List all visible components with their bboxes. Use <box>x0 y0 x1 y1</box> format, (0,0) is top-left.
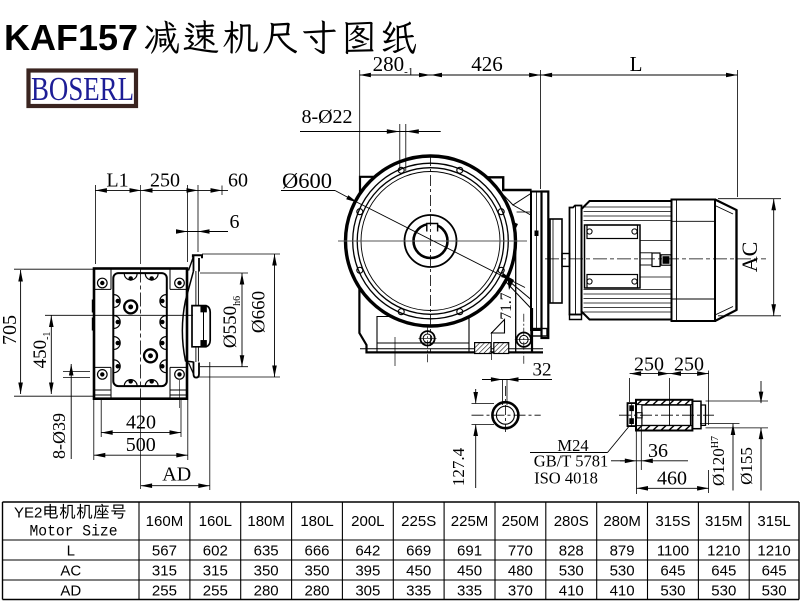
svg-text:705: 705 <box>0 315 21 345</box>
svg-text:Ø550h6: Ø550h6 <box>220 296 243 348</box>
svg-text:350: 350 <box>254 563 279 580</box>
svg-text:1210: 1210 <box>707 543 740 560</box>
svg-text:8-Ø22: 8-Ø22 <box>301 106 352 128</box>
svg-text:255: 255 <box>203 583 228 600</box>
svg-text:71.7: 71.7 <box>498 292 515 319</box>
svg-text:691: 691 <box>457 543 482 560</box>
svg-text:770: 770 <box>508 543 533 560</box>
svg-text:530: 530 <box>762 583 787 600</box>
svg-text:GB/T 5781: GB/T 5781 <box>534 452 608 471</box>
svg-text:255: 255 <box>152 583 177 600</box>
svg-text:200L: 200L <box>351 513 384 530</box>
svg-text:BOSERL: BOSERL <box>31 71 134 108</box>
svg-text:530: 530 <box>610 563 635 580</box>
svg-text:250M: 250M <box>502 513 540 530</box>
svg-text:426: 426 <box>471 52 503 76</box>
svg-text:305: 305 <box>355 583 380 600</box>
svg-text:315M: 315M <box>705 513 743 530</box>
svg-text:1100: 1100 <box>657 543 689 560</box>
svg-text:280: 280 <box>304 583 329 600</box>
svg-text:6: 6 <box>230 211 240 233</box>
svg-text:315L: 315L <box>757 513 790 530</box>
svg-text:450-1: 450-1 <box>30 332 53 369</box>
svg-text:642: 642 <box>355 543 380 560</box>
svg-text:YE2: YE2 <box>14 505 42 522</box>
svg-text:60: 60 <box>228 170 248 192</box>
svg-text:180L: 180L <box>300 513 333 530</box>
svg-text:AD: AD <box>60 583 81 600</box>
svg-text:315S: 315S <box>655 513 690 530</box>
svg-text:666: 666 <box>304 543 329 560</box>
svg-text:280: 280 <box>254 583 279 600</box>
svg-text:280M: 280M <box>603 513 641 530</box>
svg-text:250: 250 <box>150 170 180 192</box>
svg-text:635: 635 <box>254 543 279 560</box>
svg-text:AC: AC <box>60 563 81 580</box>
svg-text:335: 335 <box>406 583 431 600</box>
svg-text:828: 828 <box>559 543 584 560</box>
svg-text:KAF157: KAF157 <box>4 17 138 58</box>
svg-text:420: 420 <box>126 412 156 434</box>
svg-text:8-Ø39: 8-Ø39 <box>49 413 69 459</box>
svg-text:1210: 1210 <box>757 543 790 560</box>
svg-text:280S: 280S <box>554 513 589 530</box>
svg-text:602: 602 <box>203 543 228 560</box>
svg-text:Motor Size: Motor Size <box>30 523 118 541</box>
svg-text:127.4: 127.4 <box>449 447 468 486</box>
svg-text:480: 480 <box>508 563 533 580</box>
svg-text:315: 315 <box>203 563 228 580</box>
svg-text:450: 450 <box>457 563 482 580</box>
svg-text:Ø660: Ø660 <box>249 291 270 333</box>
svg-text:M24: M24 <box>557 436 588 455</box>
svg-text:AD: AD <box>162 464 191 486</box>
svg-text:450: 450 <box>406 563 431 580</box>
svg-text:530: 530 <box>711 583 736 600</box>
svg-text:645: 645 <box>711 563 736 580</box>
svg-text:410: 410 <box>610 583 635 600</box>
svg-text:335: 335 <box>457 583 482 600</box>
svg-text:669: 669 <box>406 543 431 560</box>
svg-text:500: 500 <box>126 434 156 456</box>
svg-text:395: 395 <box>355 563 380 580</box>
svg-text:225M: 225M <box>451 513 489 530</box>
svg-text:36: 36 <box>648 440 668 462</box>
svg-text:645: 645 <box>660 563 685 580</box>
svg-text:L: L <box>630 52 643 76</box>
svg-text:315: 315 <box>152 563 177 580</box>
svg-text:Ø155: Ø155 <box>737 447 756 485</box>
svg-text:879: 879 <box>610 543 635 560</box>
svg-text:225S: 225S <box>401 513 436 530</box>
svg-text:370: 370 <box>508 583 533 600</box>
svg-text:530: 530 <box>559 563 584 580</box>
svg-text:32: 32 <box>533 360 552 381</box>
svg-text:L: L <box>67 543 75 560</box>
svg-text:ISO 4018: ISO 4018 <box>534 469 598 488</box>
svg-text:410: 410 <box>559 583 584 600</box>
svg-text:350: 350 <box>304 563 329 580</box>
svg-text:460: 460 <box>657 468 687 490</box>
svg-text:160L: 160L <box>199 513 232 530</box>
svg-text:567: 567 <box>152 543 177 560</box>
svg-text:Ø600: Ø600 <box>282 168 332 193</box>
svg-text:645: 645 <box>762 563 787 580</box>
svg-text:160M: 160M <box>146 513 184 530</box>
svg-text:530: 530 <box>660 583 685 600</box>
svg-text:L1: L1 <box>106 170 128 192</box>
svg-text:250: 250 <box>674 354 704 376</box>
svg-text:AC: AC <box>737 242 762 273</box>
svg-text:180M: 180M <box>247 513 285 530</box>
svg-text:250: 250 <box>634 354 664 376</box>
svg-text:Ø120H7: Ø120H7 <box>709 436 728 486</box>
